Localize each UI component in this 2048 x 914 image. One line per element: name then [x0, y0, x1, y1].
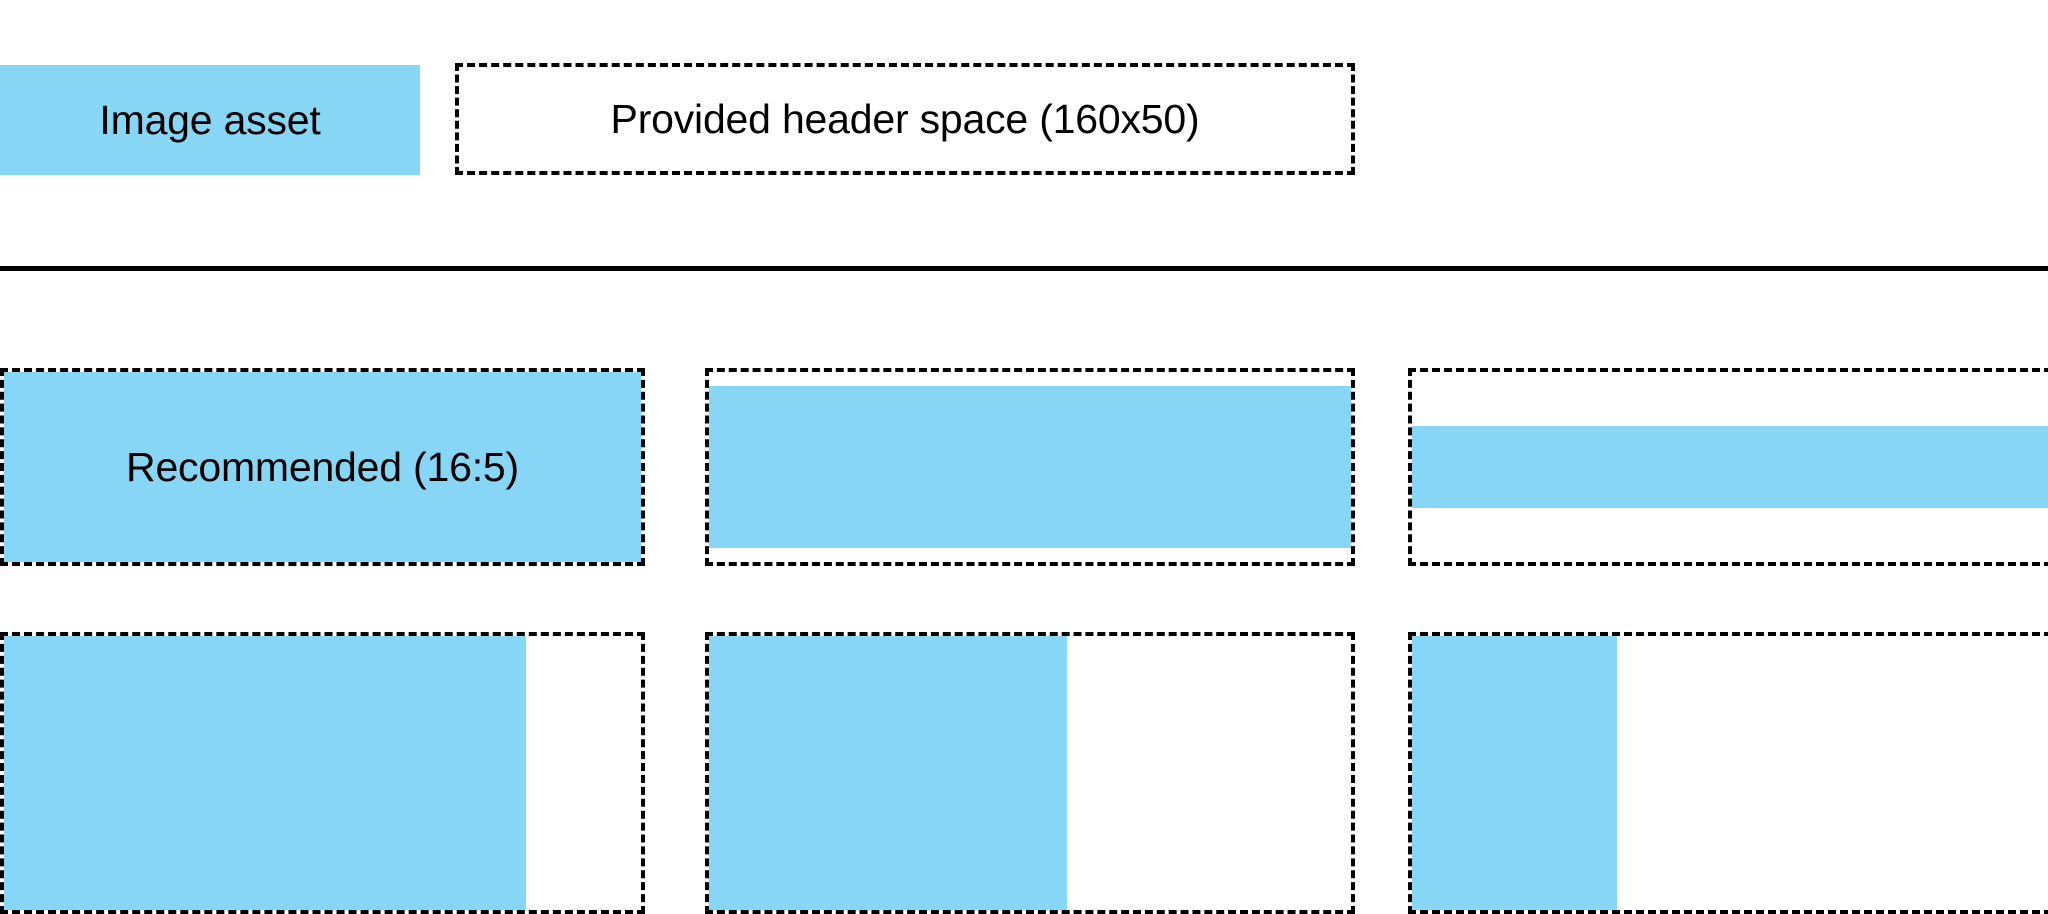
sample-fill-narrow-tall-large — [4, 636, 526, 910]
sample-fill-wide-thin-band — [1412, 426, 2048, 508]
sample-cell-narrow-tall-large — [0, 632, 645, 914]
section-divider — [0, 266, 2048, 271]
header-legend-row: Image asset Provided header space (160x5… — [0, 63, 2048, 175]
sample-fill-narrow-tall-small — [1412, 636, 1617, 910]
provided-header-space-box: Provided header space (160x50) — [455, 63, 1355, 175]
sample-cell-slightly-short — [705, 368, 1355, 566]
image-asset-swatch-label: Image asset — [99, 96, 321, 143]
sample-cell-narrow-tall-medium — [705, 632, 1355, 914]
image-asset-swatch: Image asset — [0, 65, 420, 175]
sample-fill-slightly-short — [709, 386, 1351, 548]
sample-fill-narrow-tall-medium — [709, 636, 1067, 910]
sample-cell-recommended: Recommended (16:5) — [0, 368, 645, 566]
sample-cell-narrow-tall-small — [1408, 632, 2048, 914]
sample-fill-recommended — [4, 372, 641, 562]
ratio-sample-grid: Recommended (16:5) — [0, 368, 2048, 914]
provided-header-space-label: Provided header space (160x50) — [610, 95, 1200, 142]
sample-cell-wide-thin-band — [1408, 368, 2048, 566]
